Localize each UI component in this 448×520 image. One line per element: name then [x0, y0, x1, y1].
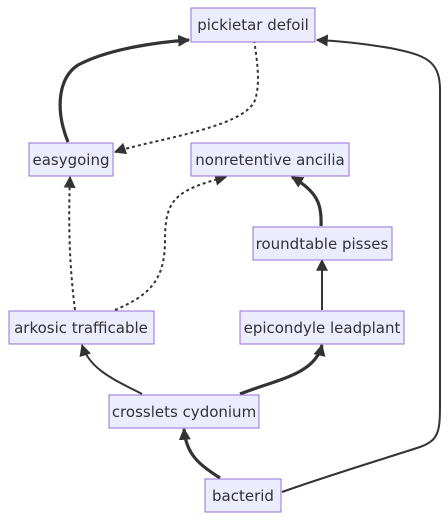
node-nonretentive-ancilia: nonretentive ancilia: [190, 142, 350, 177]
node-arkosic-trafficable: arkosic trafficable: [8, 310, 155, 345]
node-pickietar-defoil: pickietar defoil: [190, 7, 316, 43]
edge-bacterid-to-pickietar: [281, 34, 441, 493]
edge-roundtable-to-nonretentive: [290, 175, 323, 227]
node-label: roundtable pisses: [256, 235, 389, 253]
node-label: arkosic trafficable: [14, 319, 148, 337]
edge-crosslets-to-arkosic: [79, 343, 143, 395]
edges: [58, 34, 441, 493]
node-crosslets-cydonium: crosslets cydonium: [108, 394, 260, 429]
node-label: crosslets cydonium: [112, 403, 256, 421]
edge-bacterid-to-crosslets: [178, 427, 221, 480]
node-label: nonretentive ancilia: [195, 151, 344, 169]
edge-pickietar-to-easygoing: [113, 39, 259, 155]
node-epicondyle-leadplant: epicondyle leadplant: [239, 310, 405, 345]
node-label: epicondyle leadplant: [244, 319, 401, 337]
node-label: easygoing: [32, 151, 109, 169]
edge-easygoing-to-pickietar: [58, 34, 191, 143]
edge-crosslets-to-epicondyle: [239, 343, 326, 396]
edge-arkosic-to-nonretentive: [114, 173, 228, 311]
node-bacterid: bacterid: [204, 478, 282, 513]
node-roundtable-pisses: roundtable pisses: [252, 226, 393, 261]
node-label: pickietar defoil: [197, 16, 309, 34]
edge-arkosic-to-easygoing: [63, 175, 76, 311]
node-label: bacterid: [212, 487, 274, 505]
node-easygoing: easygoing: [28, 142, 114, 177]
